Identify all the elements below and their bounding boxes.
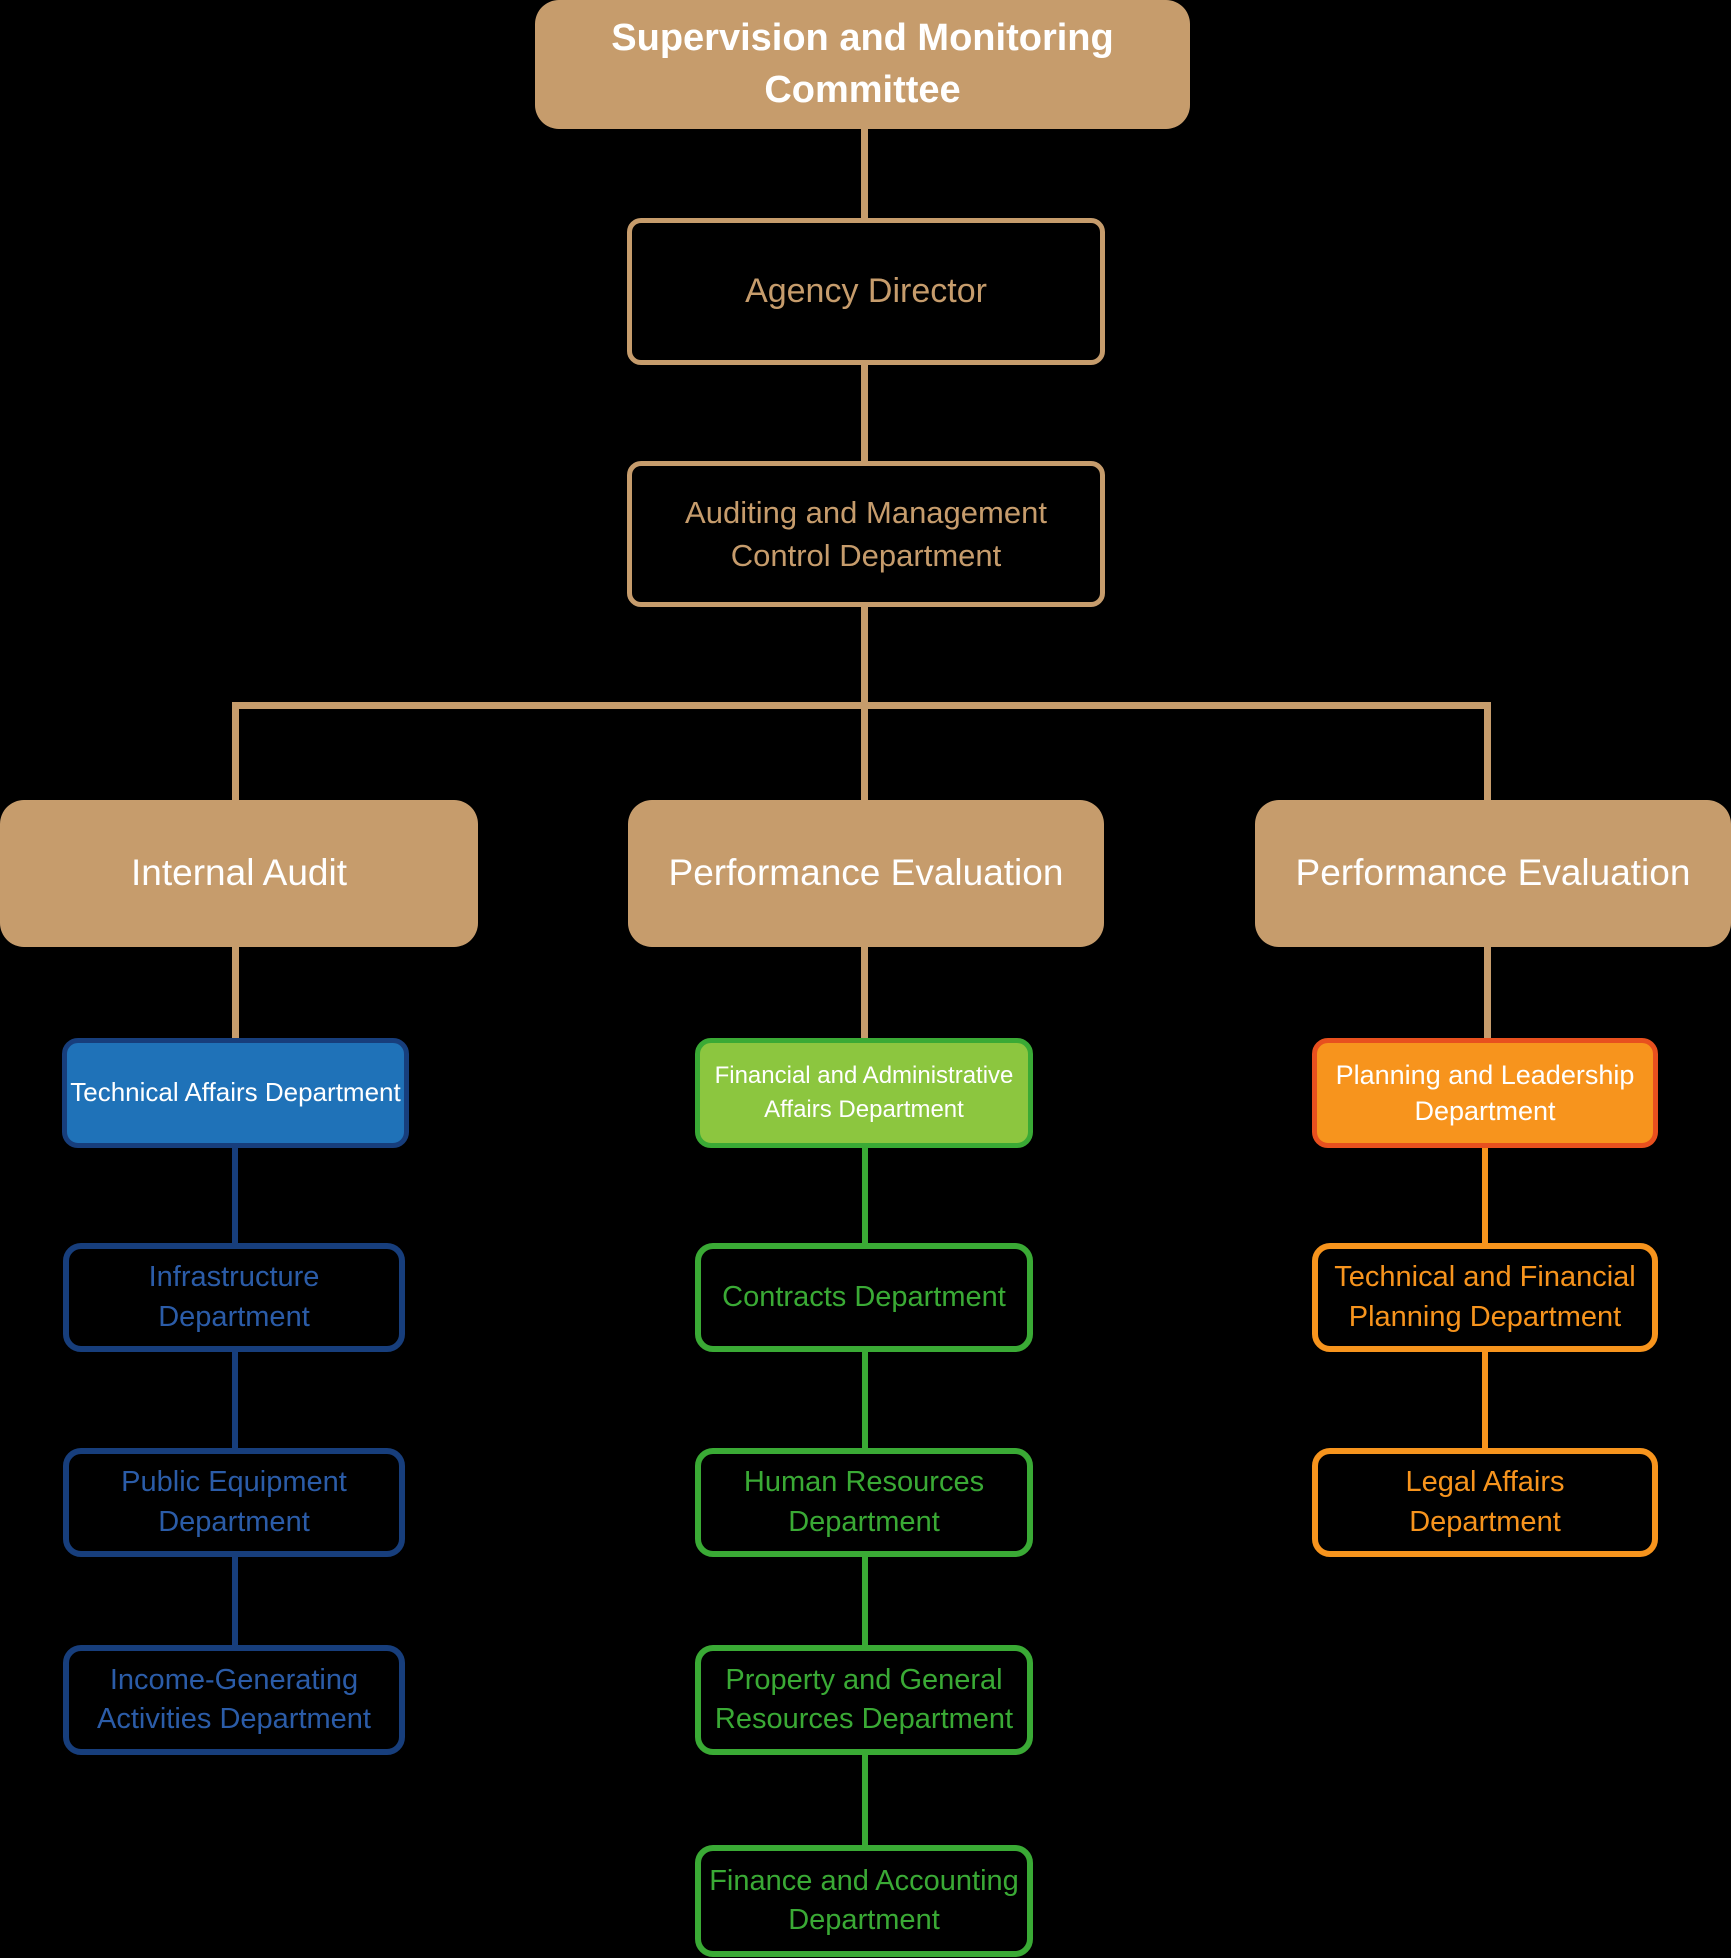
connector-blue-1 [232, 1148, 238, 1243]
connector-orange-1 [1482, 1148, 1488, 1243]
connector-orange-2 [1482, 1352, 1488, 1448]
node-performance-evaluation-center: Performance Evaluation [628, 800, 1104, 947]
connector-auditing-down [861, 607, 868, 706]
connector-drop-right [1484, 702, 1491, 800]
connector-green-3 [862, 1557, 868, 1645]
node-agency-director: Agency Director [627, 218, 1105, 365]
node-contracts-department: Contracts Department [695, 1243, 1033, 1352]
node-technical-affairs-department: Technical Affairs Department [62, 1038, 409, 1148]
connector-internal-audit-to-dept [232, 947, 239, 1038]
connector-committee-director [861, 129, 868, 218]
connector-green-2 [862, 1352, 868, 1448]
connector-green-4 [862, 1755, 868, 1845]
connector-drop-left [232, 702, 239, 800]
connector-perf-right-to-dept [1484, 947, 1491, 1038]
connector-perf-center-to-dept [861, 947, 868, 1038]
node-internal-audit: Internal Audit [0, 800, 478, 947]
connector-green-1 [862, 1148, 868, 1243]
connector-drop-center [861, 702, 868, 800]
connector-director-auditing [861, 365, 868, 461]
connector-blue-3 [232, 1557, 238, 1645]
connector-blue-2 [232, 1352, 238, 1448]
node-performance-evaluation-right: Performance Evaluation [1255, 800, 1731, 947]
